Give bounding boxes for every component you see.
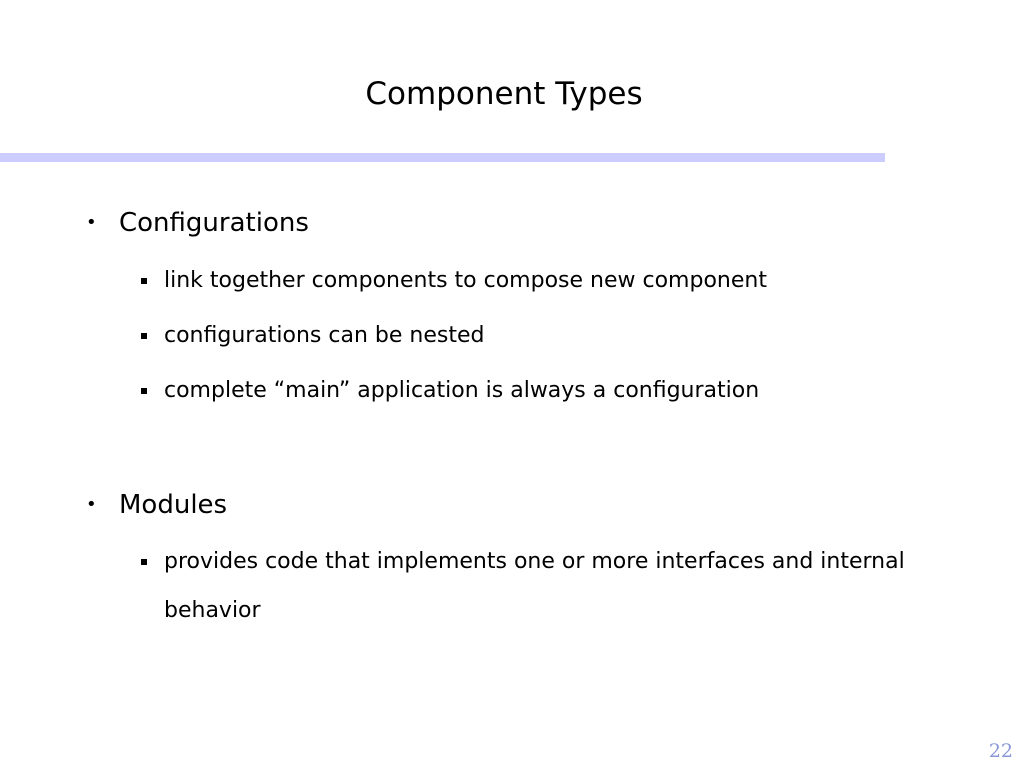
square-bullet-icon: [138, 366, 156, 415]
sub-bullet-text: link together components to compose new …: [164, 268, 767, 293]
section-heading: Configurations: [119, 208, 309, 238]
sub-bullet-text: complete “main” application is always a …: [164, 378, 760, 403]
title-underline: [0, 153, 885, 162]
section-heading: Modules: [119, 490, 228, 520]
square-bullet-icon: [138, 311, 156, 360]
slide-title: Component Types: [365, 76, 643, 112]
square-bullet-icon: [138, 537, 156, 586]
round-bullet-icon: •: [86, 494, 97, 515]
sub-bullet-text: provides code that implements one or mor…: [164, 549, 905, 623]
sub-bullet-text: configurations can be nested: [164, 323, 485, 348]
page-number: 22: [988, 740, 1013, 762]
round-bullet-icon: •: [86, 212, 97, 233]
square-bullet-icon: [138, 256, 156, 305]
